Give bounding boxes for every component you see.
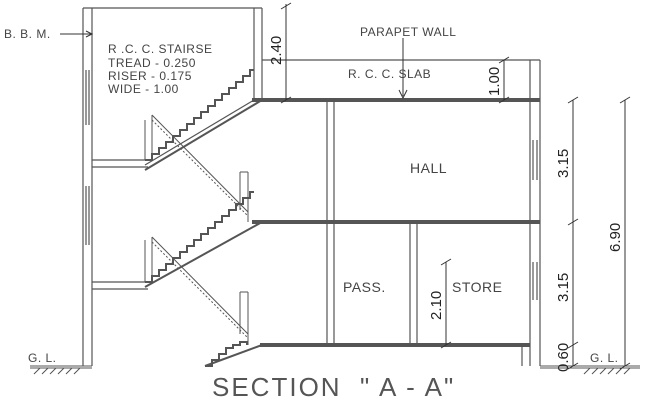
gl-right-label: G. L. bbox=[590, 351, 619, 365]
gl-left-label: G. L. bbox=[28, 351, 57, 365]
ground-lines bbox=[30, 365, 640, 375]
dim-parapet: 2.40 bbox=[268, 36, 285, 65]
stair-riser: RISER - 0.175 bbox=[108, 69, 192, 83]
parapet-label: PARAPET WALL bbox=[360, 25, 456, 39]
pass-label: PASS. bbox=[343, 279, 386, 295]
store-label: STORE bbox=[452, 279, 502, 295]
staircase bbox=[144, 69, 263, 367]
dim-plinth: 0.60 bbox=[555, 343, 572, 372]
dim-total: 6.90 bbox=[607, 223, 624, 252]
section-title: SECTION " A - A" bbox=[212, 372, 455, 400]
stair-wide: WIDE - 1.00 bbox=[108, 82, 179, 96]
stair-title: R .C. C. STAIRSE bbox=[108, 42, 212, 56]
stair-tread: TREAD - 0.250 bbox=[108, 56, 196, 70]
hall-label: HALL bbox=[410, 160, 447, 176]
dimension-lines bbox=[60, 2, 631, 370]
dim-floor1: 3.15 bbox=[555, 149, 572, 178]
slab-label: R. C. C. SLAB bbox=[348, 67, 431, 81]
bbm-label: B. B. M. bbox=[4, 27, 51, 41]
dim-floor2: 3.15 bbox=[555, 273, 572, 302]
dim-slab: 1.00 bbox=[486, 67, 503, 96]
interior-walls bbox=[326, 60, 541, 366]
stair-tower bbox=[82, 7, 263, 366]
slabs bbox=[252, 59, 540, 347]
dim-door: 2.10 bbox=[428, 291, 445, 320]
